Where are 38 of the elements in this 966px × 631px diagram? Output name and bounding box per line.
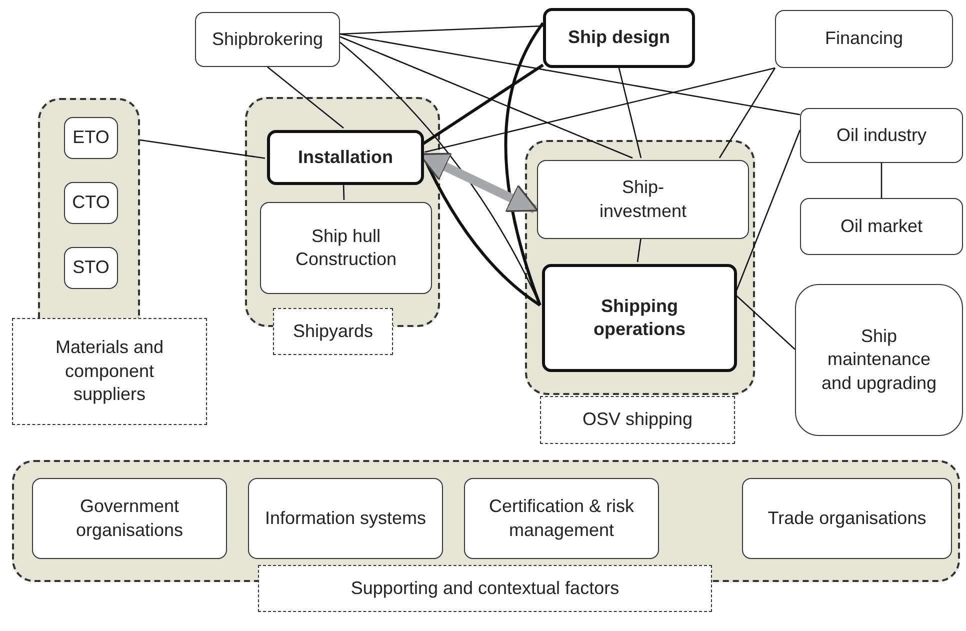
process-box: Oil industry: [800, 108, 963, 163]
group-label: Materials and component suppliers: [12, 318, 207, 425]
process-box: ETO: [64, 117, 118, 159]
connector-line: [421, 64, 544, 146]
group-band: [12, 460, 960, 582]
group-band: [38, 98, 140, 319]
connector-line: [718, 68, 776, 158]
process-box: STO: [64, 247, 118, 289]
connector-line: [340, 25, 544, 35]
connector-line: [880, 163, 882, 198]
connector-line: [422, 67, 776, 154]
process-box: Installation: [267, 130, 424, 185]
process-box: Government organisations: [32, 478, 227, 559]
connector-line: [340, 33, 800, 116]
process-box: Shipping operations: [542, 264, 737, 372]
process-box: Trade organisations: [742, 478, 952, 559]
group-band: [525, 140, 755, 395]
process-box: Ship hull Construction: [260, 202, 432, 294]
group-label: Supporting and contextual factors: [258, 565, 712, 612]
connector-line: [267, 66, 344, 128]
connector-line: [342, 182, 345, 200]
group-label: Shipyards: [273, 308, 393, 355]
connector-line: [636, 236, 642, 262]
connector-line: [140, 139, 266, 159]
process-box: CTO: [64, 182, 118, 224]
process-box: Certification & risk management: [464, 478, 659, 559]
process-box: Information systems: [248, 478, 443, 559]
connector-line: [734, 294, 796, 350]
process-box: Financing: [775, 10, 953, 68]
process-box: Oil market: [800, 198, 963, 255]
connector-line: [618, 68, 642, 158]
connector-line: [504, 22, 544, 306]
process-box: Ship maintenance and upgrading: [795, 284, 963, 436]
process-box: Ship design: [543, 8, 695, 68]
group-label: OSV shipping: [540, 396, 735, 444]
process-box: Shipbrokering: [195, 12, 340, 67]
connector-line: [340, 36, 633, 159]
process-box: Ship- investment: [537, 160, 749, 239]
